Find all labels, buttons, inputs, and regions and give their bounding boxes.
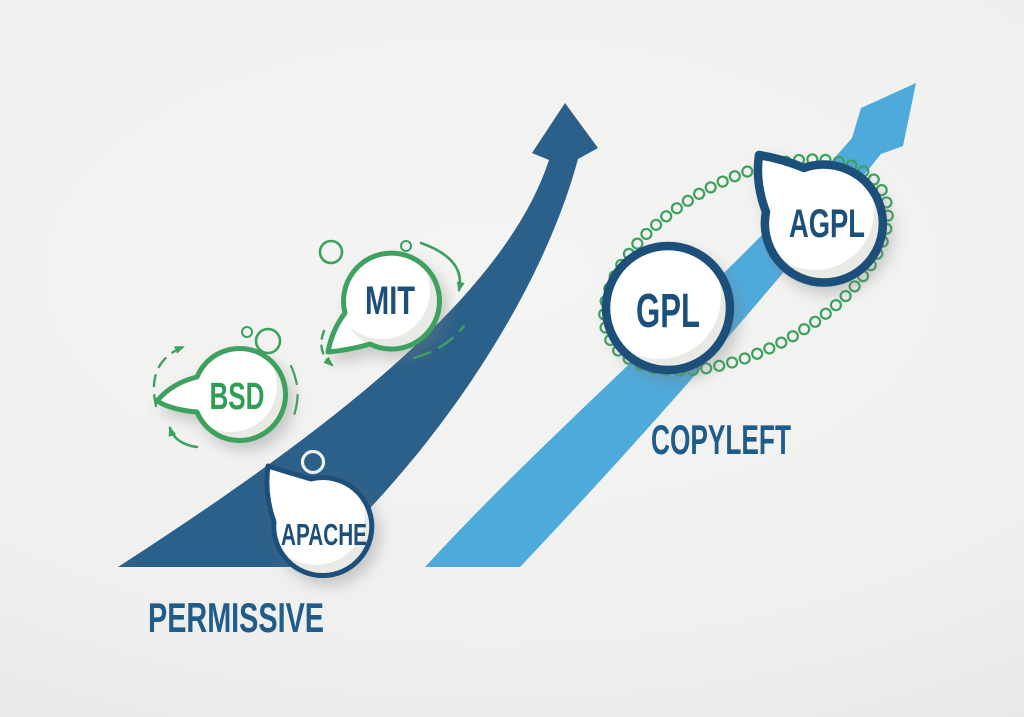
mit-label: MIT — [365, 279, 415, 323]
chain-ring — [848, 280, 861, 293]
chain-ring — [713, 359, 726, 372]
chain-ring — [716, 175, 729, 188]
mit-bubble: MIT — [325, 250, 442, 355]
chain-ring — [700, 362, 713, 375]
chain-ring — [839, 289, 852, 303]
bsd-label: BSD — [210, 376, 265, 418]
apache-bubble: APACHE — [264, 463, 375, 579]
chain-ring — [631, 237, 644, 250]
chain-ring — [704, 181, 717, 194]
chain-ring — [725, 356, 739, 369]
permissive-arrow — [118, 103, 598, 567]
chain-ring — [819, 307, 832, 320]
ring-decoration — [318, 239, 344, 265]
arc-arrow-icon — [419, 241, 465, 292]
copyleft-track-label: COPYLEFT — [651, 416, 791, 463]
chain-ring — [775, 336, 788, 349]
permissive-track-label: PERMISSIVE — [148, 594, 324, 641]
bsd-bubble: BSD — [154, 346, 288, 443]
chain-ring — [786, 330, 799, 343]
dashed-arc-icon — [289, 364, 299, 420]
ring-decoration — [300, 449, 326, 475]
dashed-arc-icon — [412, 324, 466, 360]
chain-ring — [681, 194, 694, 207]
chain-ring — [693, 187, 706, 200]
chain-ring — [660, 210, 673, 223]
doodle-arrows — [152, 241, 466, 449]
chain-ring — [728, 170, 741, 183]
chain-ring — [741, 165, 754, 178]
chain-ring — [640, 227, 653, 241]
chain-ring — [798, 323, 811, 336]
chain-ring — [738, 352, 751, 365]
agpl-label: AGPL — [789, 202, 865, 246]
chain-ring — [829, 299, 843, 312]
chain-ring — [809, 315, 822, 328]
chain-ring — [670, 202, 683, 215]
agpl-bubble: AGPL — [753, 150, 888, 287]
arc-arrow-icon — [168, 426, 199, 449]
chain-ring — [763, 342, 776, 355]
ring-decoration — [254, 327, 282, 355]
ring-decoration — [241, 326, 253, 338]
chain-ring — [751, 347, 764, 360]
ring-decoration — [400, 240, 412, 252]
dashed-arc-arrow-icon — [320, 329, 334, 367]
chain-ring — [649, 218, 663, 231]
dashed-arc-arrow-icon — [152, 345, 185, 408]
apache-label: APACHE — [281, 517, 367, 552]
ring-decoration — [363, 483, 379, 499]
gpl-label: GPL — [636, 285, 700, 338]
gpl-bubble: GPL — [601, 241, 735, 375]
